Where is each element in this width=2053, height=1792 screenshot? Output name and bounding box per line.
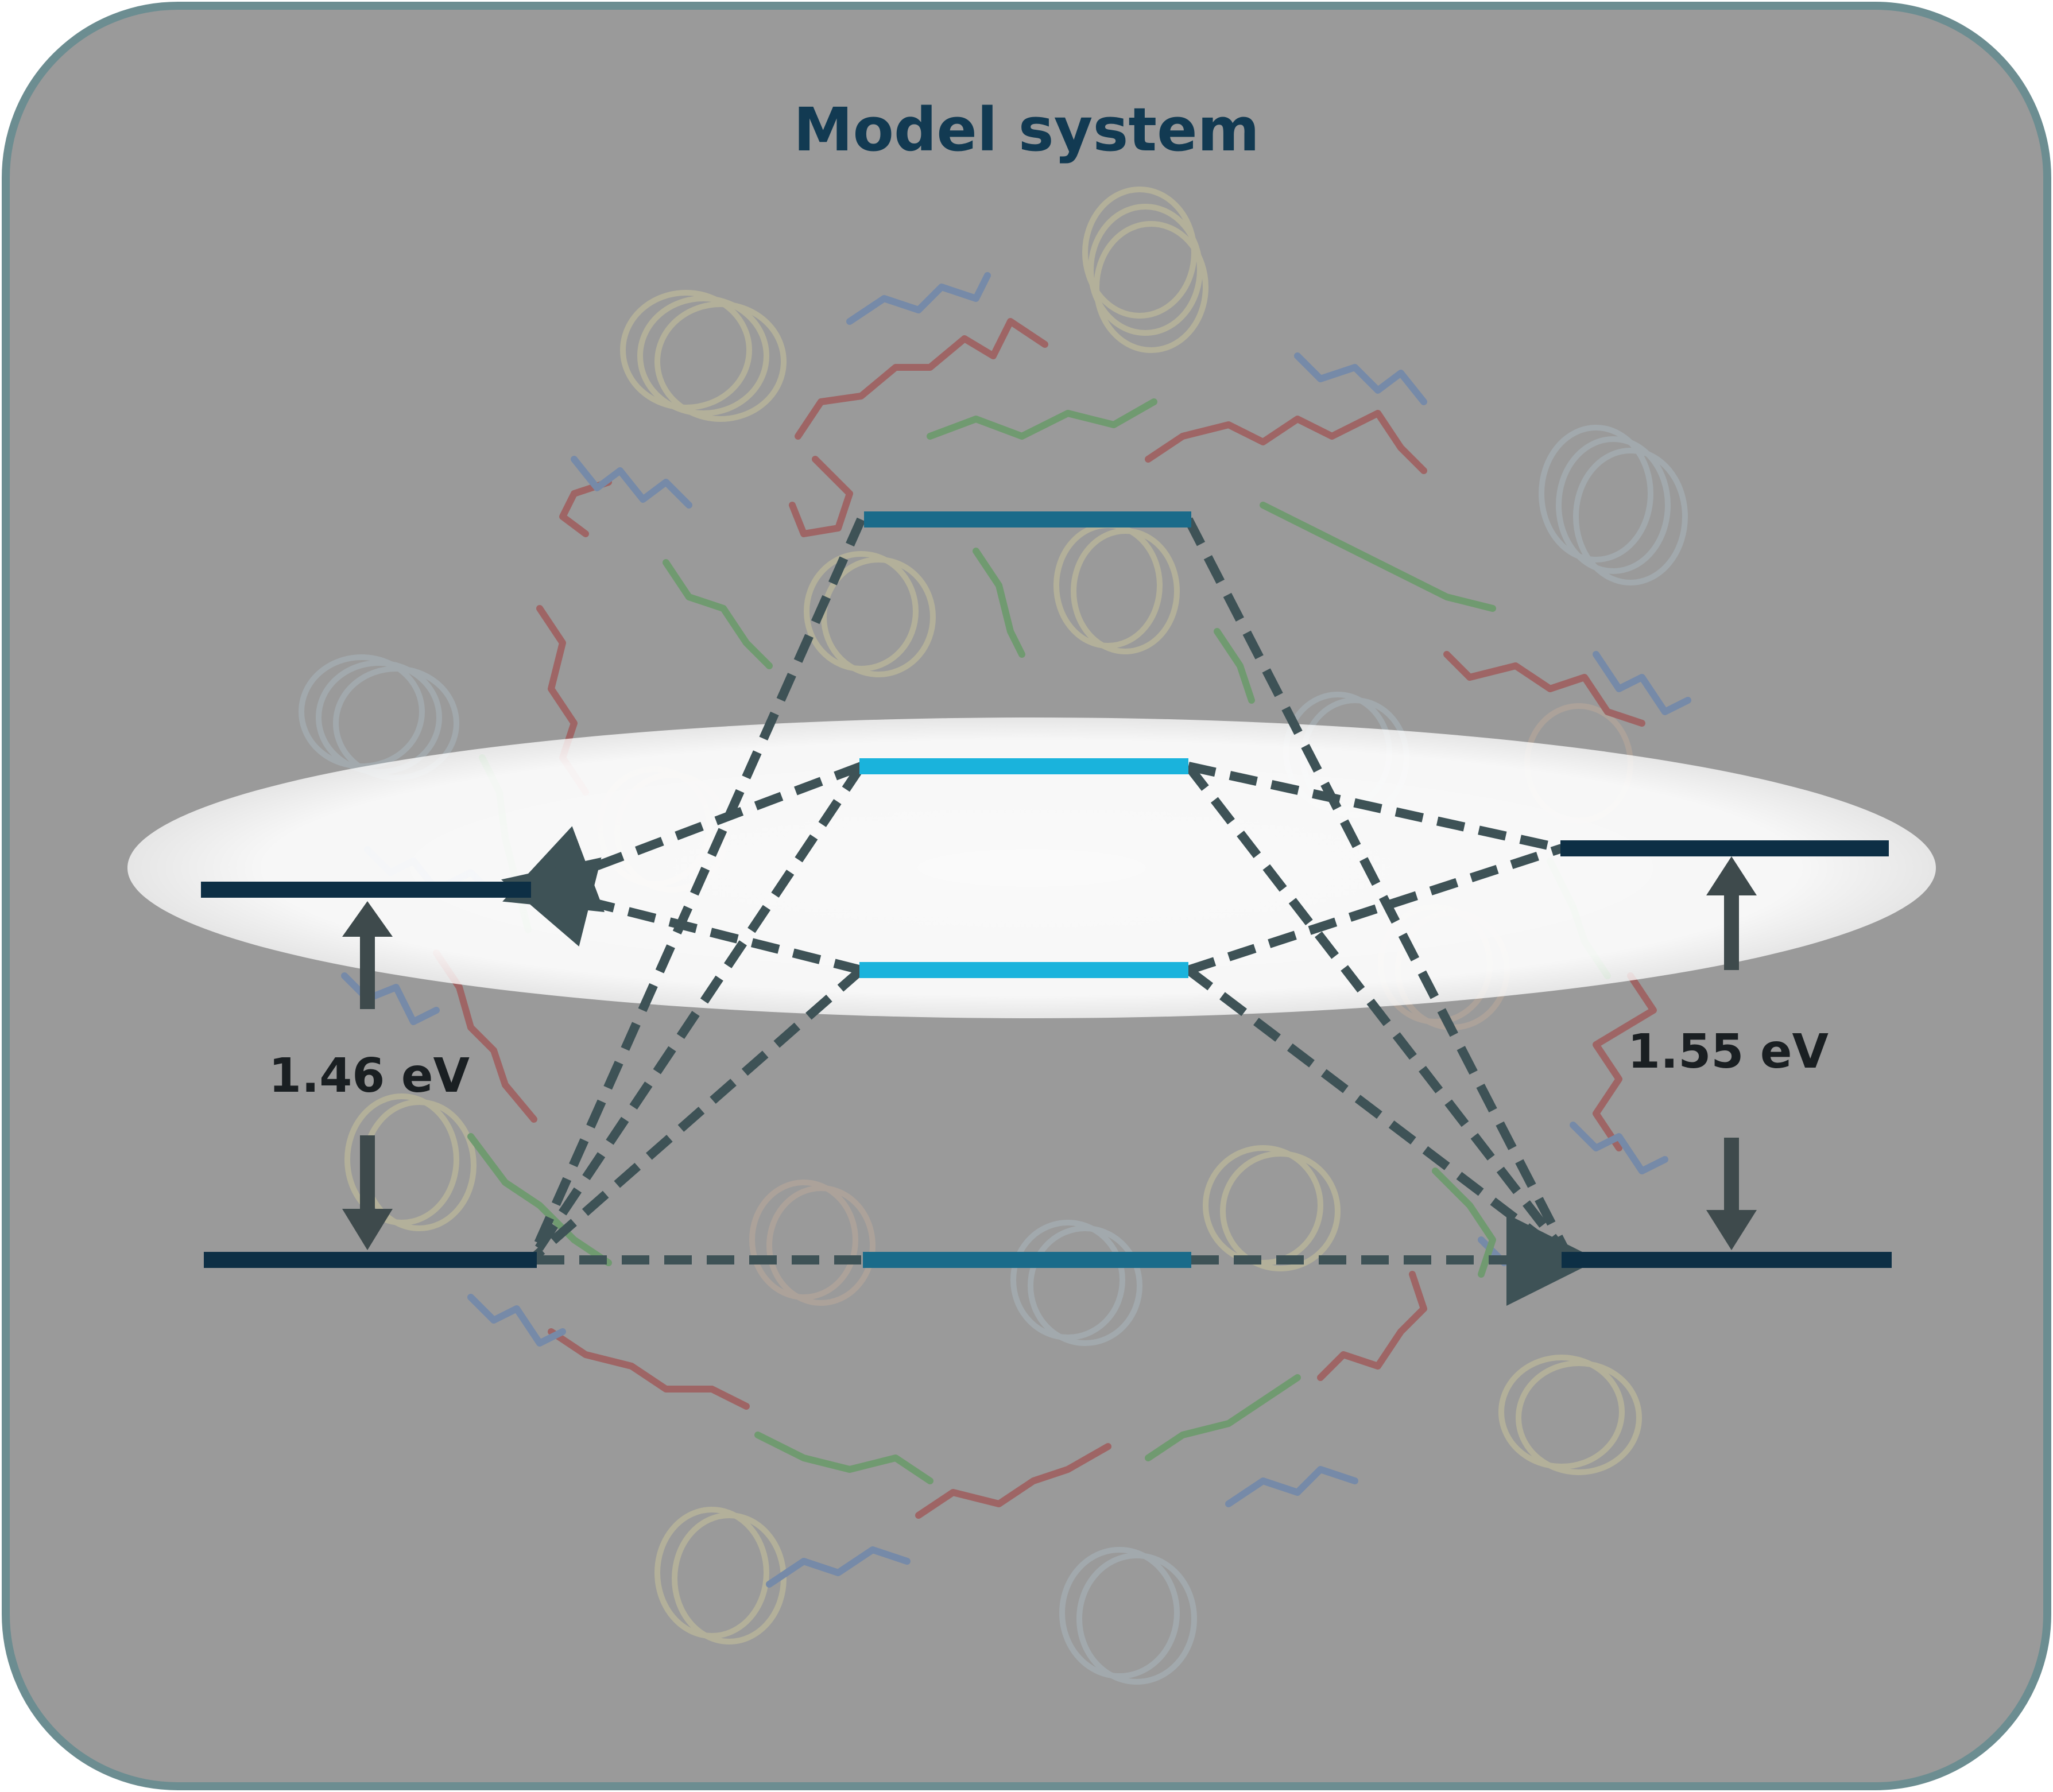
- dash-lower-mid-to-left-level: [501, 857, 862, 975]
- dash-top-left-to-bottom-left: [526, 517, 866, 1262]
- dash-lower-mid-to-right-level: [1187, 844, 1563, 975]
- left-gap-label: 1.46 eV: [269, 1049, 470, 1103]
- right-up-arrow-icon: [1706, 856, 1757, 970]
- dash-upper-mid-left-to-bottom-left: [527, 763, 865, 1263]
- dash-upper-mid-to-left-level: [502, 762, 863, 912]
- dash-lower-mid-left-to-bottom-left: [528, 966, 865, 1264]
- dash-upper-mid-to-right-level: [1187, 762, 1563, 853]
- left-up-arrow-icon: [342, 901, 393, 1009]
- right-down-arrow-icon: [1706, 1138, 1757, 1250]
- left-down-arrow-icon: [342, 1135, 393, 1250]
- gap-arrows: [342, 856, 1757, 1250]
- dash-lower-mid-right-to-bottom-right: [1186, 966, 1573, 1264]
- transition-dashed-lines: [501, 517, 1598, 1306]
- dash-top-right-to-bottom-right: [1184, 517, 1575, 1262]
- energy-levels: [201, 511, 1892, 1268]
- right-gap-label: 1.55 eV: [1628, 1025, 1829, 1079]
- page-title: Model system: [793, 95, 1260, 165]
- dash-upper-mid-right-to-bottom-right: [1184, 763, 1574, 1263]
